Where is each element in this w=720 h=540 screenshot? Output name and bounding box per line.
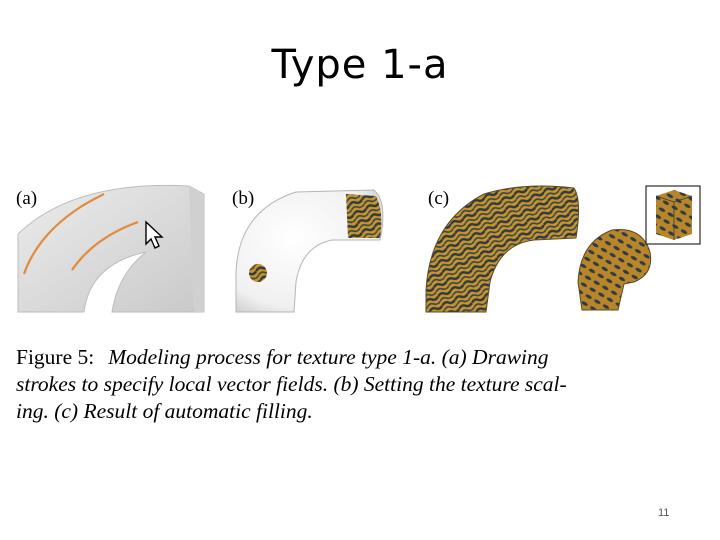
panel-b-shape bbox=[235, 189, 384, 313]
panel-c-shape bbox=[425, 185, 701, 313]
figure-caption: Figure 5: Modeling process for texture ty… bbox=[16, 344, 706, 425]
panel-a-label: (a) bbox=[16, 188, 38, 209]
caption-line-3: ing. (c) Result of automatic filling. bbox=[16, 399, 313, 423]
figure-illustration bbox=[17, 184, 701, 313]
page-number: 11 bbox=[658, 507, 670, 519]
panel-b-label: (b) bbox=[232, 188, 255, 209]
slide-title: Type 1-a bbox=[271, 42, 449, 88]
caption-line-1: Modeling process for texture type 1-a. (… bbox=[108, 345, 549, 369]
figure-5: (a) (b) (c) bbox=[14, 182, 714, 332]
caption-lead: Figure 5: bbox=[16, 345, 95, 369]
panel-c-label: (c) bbox=[428, 188, 450, 209]
caption-line-2: strokes to specify local vector fields. … bbox=[16, 372, 567, 396]
mouse-pointer-icon bbox=[145, 220, 164, 249]
panel-a-shape bbox=[17, 184, 205, 313]
